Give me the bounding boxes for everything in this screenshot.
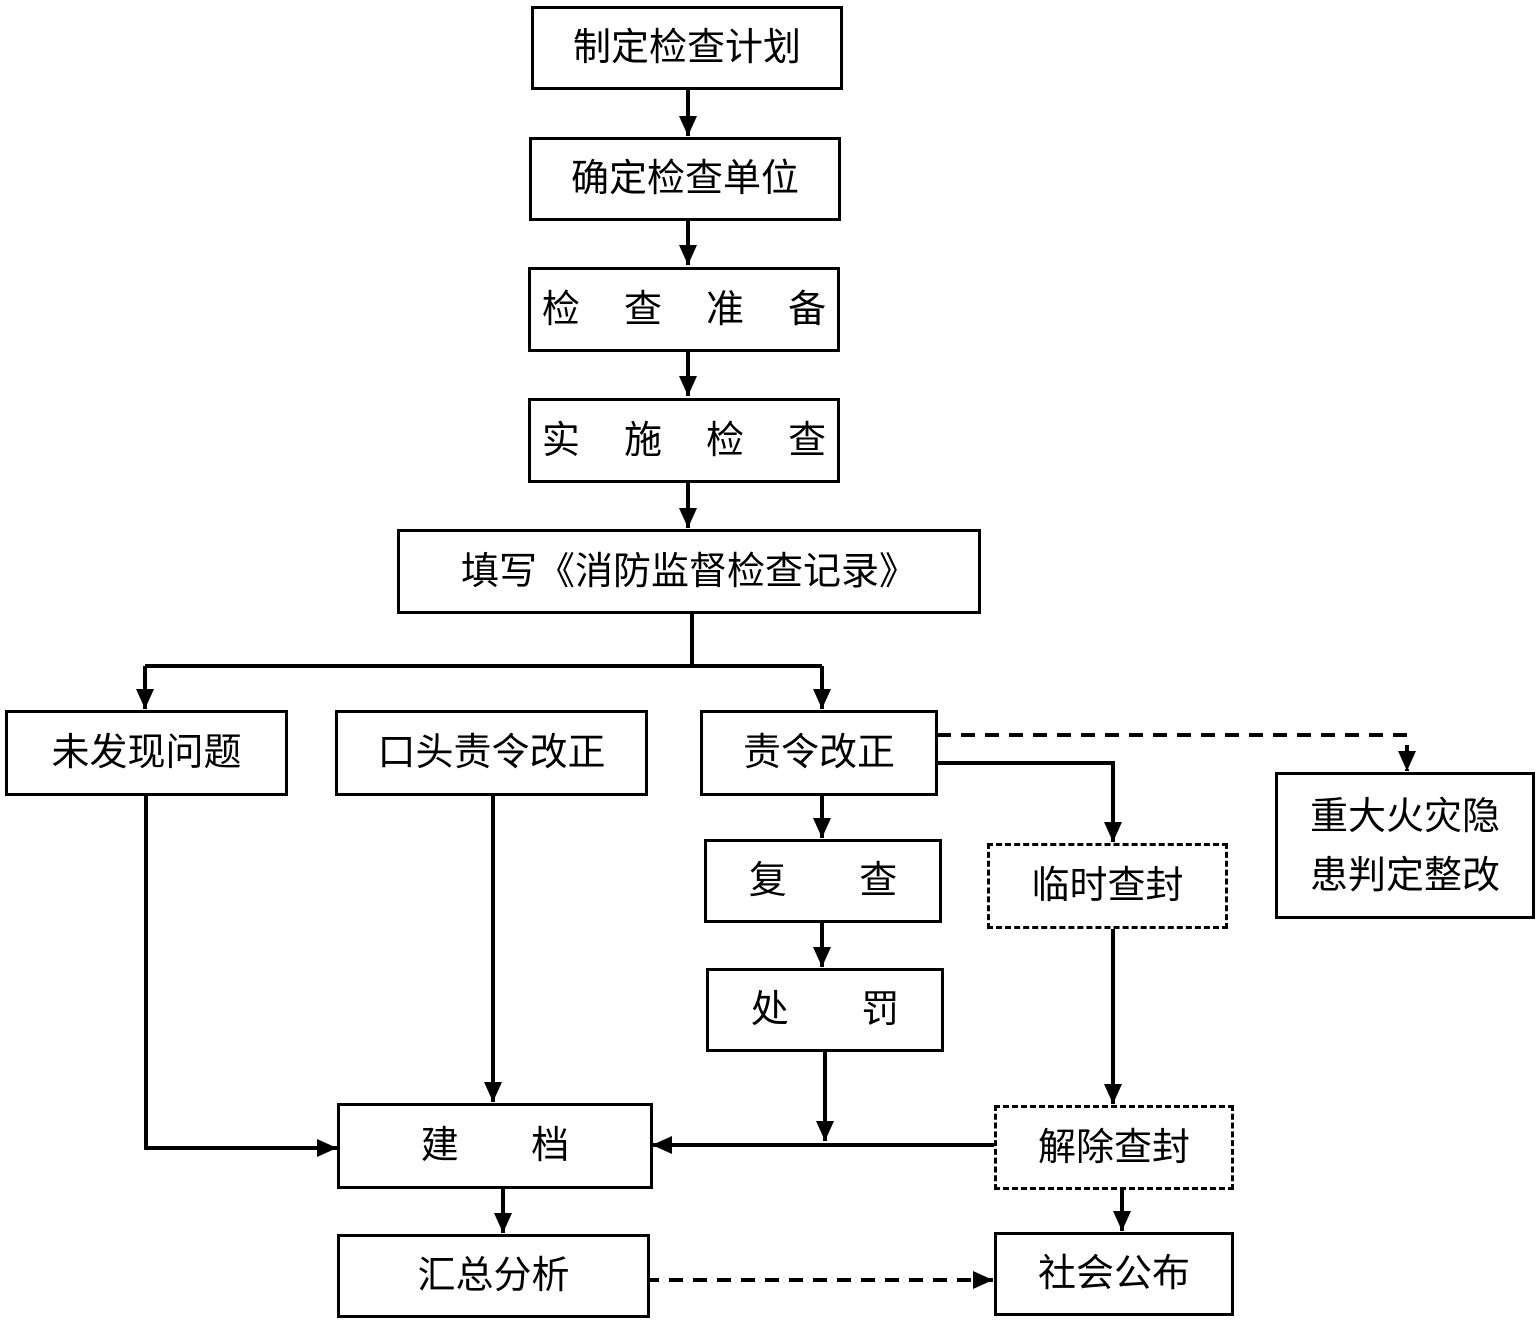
arrow-no-problem-to-archive xyxy=(144,795,337,1157)
node-lift-seal: 解除查封 xyxy=(994,1105,1234,1190)
node-archive: 建 档 xyxy=(337,1103,653,1189)
node-fill-record: 填写《消防监督检查记录》 xyxy=(397,529,981,614)
node-major-hazard: 重大火灾隐 患判定整改 xyxy=(1275,772,1535,919)
dashed-arrow-order-to-hazard xyxy=(937,733,1416,771)
node-no-problem: 未发现问题 xyxy=(5,710,288,796)
node-implement: 实 施 检 查 xyxy=(528,398,840,483)
node-determine-units: 确定检查单位 xyxy=(529,137,841,221)
arrow-order-to-seal xyxy=(937,761,1122,842)
node-summary: 汇总分析 xyxy=(337,1234,650,1318)
node-prepare: 检 查 准 备 xyxy=(528,267,840,352)
node-public-announce: 社会公布 xyxy=(994,1232,1234,1316)
node-order-correction: 责令改正 xyxy=(700,710,938,796)
node-penalty: 处 罚 xyxy=(706,968,944,1052)
node-recheck: 复 查 xyxy=(704,839,942,923)
node-verbal-order: 口头责令改正 xyxy=(335,710,648,796)
node-plan: 制定检查计划 xyxy=(531,6,843,90)
node-temporary-seal: 临时查封 xyxy=(987,843,1228,929)
